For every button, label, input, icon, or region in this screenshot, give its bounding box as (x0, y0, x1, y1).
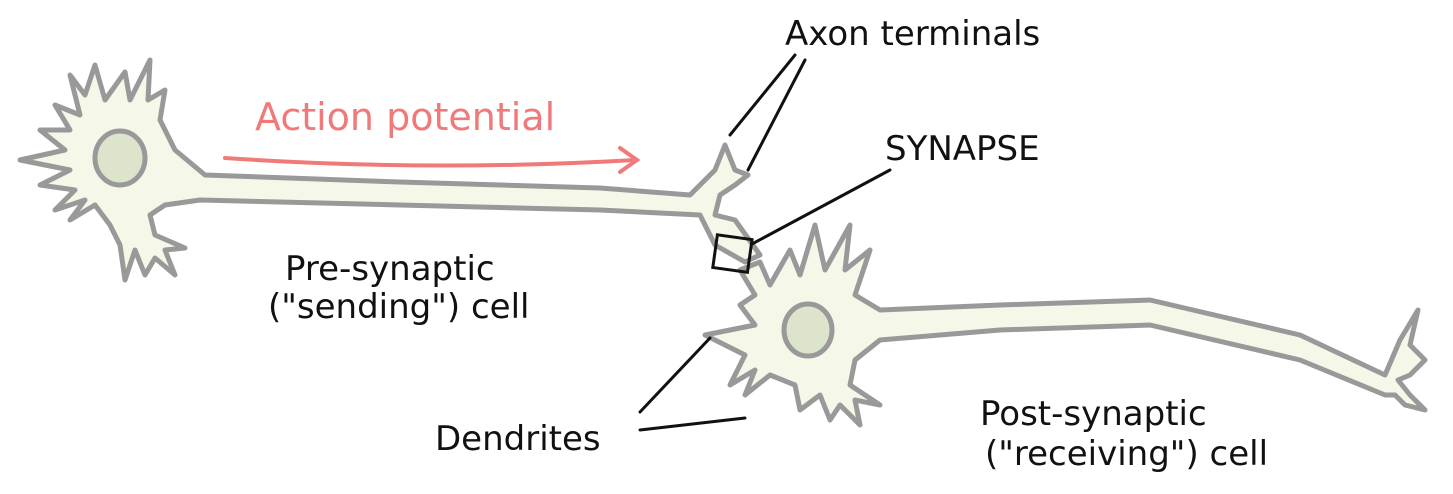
postsynaptic-label-line2: ("receiving") cell (985, 434, 1268, 474)
action-potential-arrow (223, 156, 637, 168)
postsynaptic-nucleus (781, 301, 835, 359)
action-potential-label: Action potential (255, 95, 555, 139)
axon-terminals-leader (728, 53, 807, 172)
arrowhead-icon (618, 146, 641, 174)
dendrites-label: Dendrites (435, 419, 601, 459)
dendrites-leader (638, 336, 747, 432)
presynaptic-label-line1: Pre-synaptic (285, 249, 495, 289)
synapse-leader (750, 168, 892, 246)
presynaptic-neuron (17, 57, 763, 283)
postsynaptic-neuron (702, 222, 1428, 428)
synapse-box (711, 233, 754, 275)
postsynaptic-label-line1: Post-synaptic (980, 394, 1207, 434)
axon-terminals-label: Axon terminals (785, 14, 1040, 54)
presynaptic-label-line2: ("sending") cell (268, 287, 529, 327)
presynaptic-nucleus (92, 128, 148, 188)
synapse-label: SYNAPSE (885, 129, 1040, 169)
